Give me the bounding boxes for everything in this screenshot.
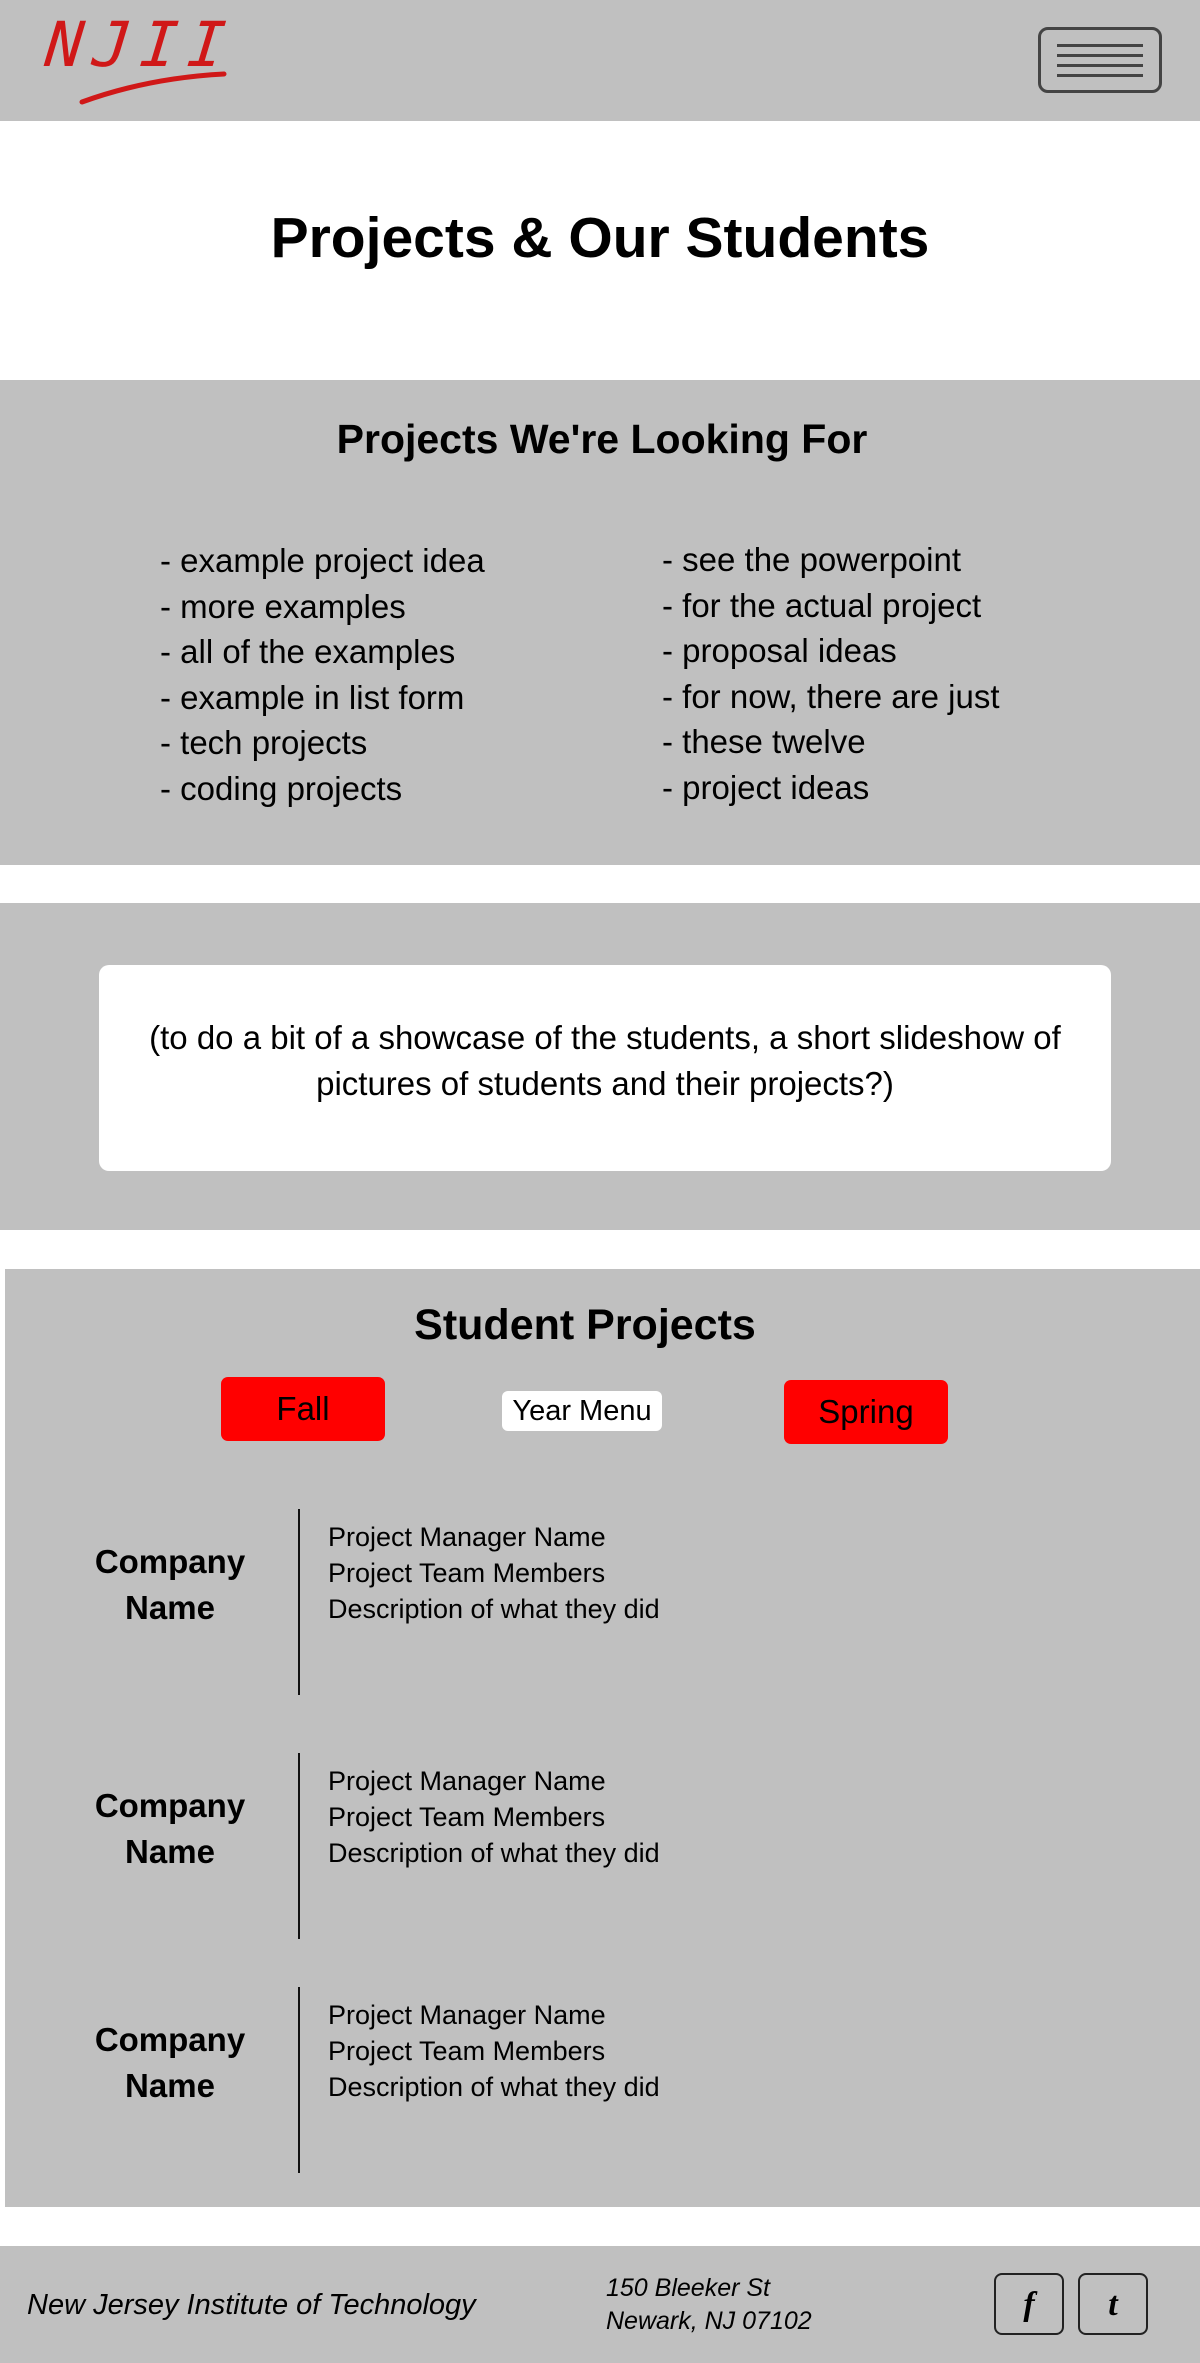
divider — [298, 1509, 300, 1695]
project-entry: Company Name Project Manager Name Projec… — [5, 1987, 1200, 2173]
logo-underline-icon — [79, 71, 227, 105]
projects-looking-for-section: Projects We're Looking For - example pro… — [0, 380, 1200, 865]
list-item: - example project idea — [160, 542, 485, 579]
project-manager: Project Manager Name — [328, 1766, 606, 1796]
project-ideas-list-left: - example project idea - more examples -… — [160, 538, 485, 811]
year-menu-dropdown[interactable]: Year Menu — [502, 1391, 662, 1431]
company-name: Company Name — [94, 1543, 246, 1626]
facebook-icon[interactable]: f — [994, 2273, 1064, 2335]
list-item: - tech projects — [160, 724, 368, 761]
list-item: - more examples — [160, 587, 406, 625]
list-item: - project ideas — [662, 768, 870, 806]
divider — [298, 1987, 300, 2173]
list-item: - proposal ideas — [662, 632, 897, 669]
project-description: Description of what they did — [328, 1594, 660, 1624]
school-name: New Jersey Institute of Technology — [27, 2289, 476, 2321]
project-description: Description of what they did — [328, 2072, 660, 2102]
list-item: - example in list form — [160, 678, 465, 716]
slideshow-placeholder[interactable] — [99, 965, 1111, 1171]
hamburger-menu-icon — [1057, 44, 1143, 47]
fall-button[interactable]: Fall — [221, 1377, 385, 1441]
page-title: Projects & Our Students — [270, 206, 930, 270]
address-line-2: Newark, NJ 07102 — [606, 2307, 812, 2335]
divider — [298, 1753, 300, 1939]
project-description: Description of what they did — [328, 1838, 660, 1868]
site-footer: New Jersey Institute of Technology 150 B… — [0, 2246, 1200, 2363]
project-manager: Project Manager Name — [328, 1522, 606, 1552]
njii-logo[interactable]: NJII — [40, 8, 240, 105]
project-details: Project Manager Name Project Team Member… — [328, 1519, 660, 1627]
list-item: - all of the examples — [160, 633, 456, 670]
project-team: Project Team Members — [328, 1802, 606, 1832]
section-title: Projects We're Looking For — [336, 416, 868, 462]
student-showcase-section: (to do a bit of a showcase of the studen… — [0, 903, 1200, 1230]
address-line-1: 150 Bleeker St — [606, 2274, 770, 2302]
twitter-icon[interactable]: t — [1078, 2273, 1148, 2335]
spring-button[interactable]: Spring — [784, 1380, 948, 1444]
list-item: - for the actual project — [662, 586, 982, 624]
company-name: Company Name — [94, 1787, 246, 1870]
address: 150 Bleeker St Newark, NJ 07102 — [606, 2272, 812, 2338]
project-ideas-list-right: - see the powerpoint - for the actual pr… — [662, 537, 1000, 810]
project-manager: Project Manager Name — [328, 2000, 606, 2030]
list-item: - these twelve — [662, 723, 866, 760]
project-team: Project Team Members — [328, 1558, 606, 1588]
project-entry: Company Name Project Manager Name Projec… — [5, 1509, 1200, 1695]
slideshow-placeholder-text: (to do a bit of a showcase of the studen… — [149, 1019, 1061, 1102]
section-title: Student Projects — [414, 1301, 756, 1349]
list-item: - see the powerpoint — [662, 541, 962, 578]
site-header: NJII — [0, 0, 1200, 121]
project-details: Project Manager Name Project Team Member… — [328, 1997, 660, 2105]
student-projects-section: Student Projects Fall Year Menu Spring C… — [5, 1269, 1200, 2207]
project-details: Project Manager Name Project Team Member… — [328, 1763, 660, 1871]
project-entry: Company Name Project Manager Name Projec… — [5, 1753, 1200, 1939]
list-item: - for now, there are just — [662, 677, 1000, 715]
company-name: Company Name — [94, 2021, 246, 2104]
hamburger-menu-button[interactable] — [1038, 27, 1162, 93]
project-team: Project Team Members — [328, 2036, 606, 2066]
list-item: - coding projects — [160, 769, 403, 807]
